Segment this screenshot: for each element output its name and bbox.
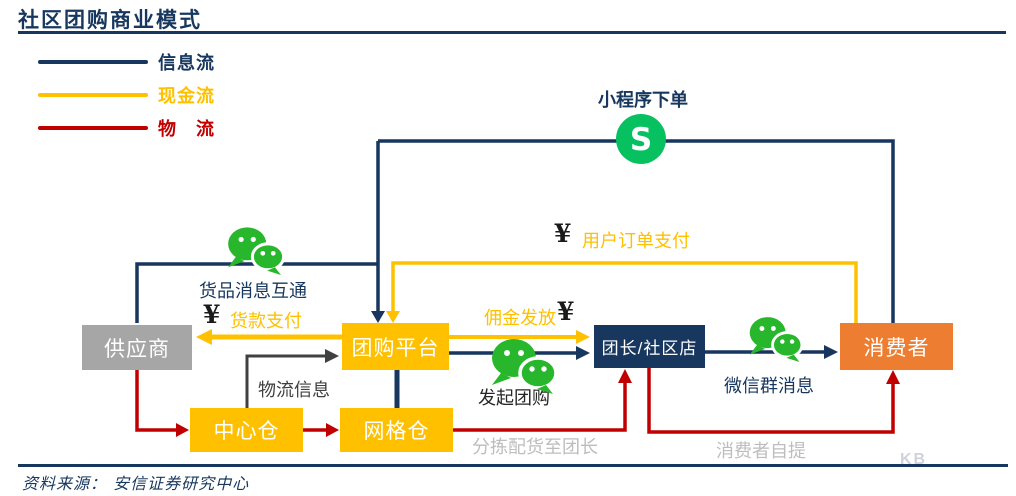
node-groupbuy-platform: 团购平台 xyxy=(342,323,449,370)
arrowhead-goods-payment xyxy=(196,329,212,345)
node-supplier: 供应商 xyxy=(82,325,192,370)
legend-line-info xyxy=(38,60,148,64)
label-commission-grant: 佣金发放 xyxy=(484,308,556,328)
line-consumer-pickup xyxy=(647,368,895,434)
label-mini-program-order: 小程序下单 xyxy=(598,90,688,110)
legend-label-info: 信息流 xyxy=(158,53,215,74)
yen-icon-commission: ¥ xyxy=(557,297,575,326)
yen-icon-goods-payment: ¥ xyxy=(203,300,221,329)
source-note: 资料来源： 安信证券研究中心 xyxy=(22,474,250,493)
arrowhead-grid-to-leader xyxy=(618,369,632,383)
yen-icon-user-order-payment: ¥ xyxy=(554,219,572,248)
arrowhead-platform-to-leader xyxy=(576,346,590,360)
legend-label-logistics: 物 流 xyxy=(158,119,215,140)
legend-line-cash xyxy=(38,93,148,97)
legend-label-cash: 现金流 xyxy=(158,86,215,107)
watermark: KB xyxy=(900,451,928,468)
label-wechat-group-message: 微信群消息 xyxy=(724,376,814,396)
label-logistics-info: 物流信息 xyxy=(258,380,330,400)
label-user-order-payment: 用户订单支付 xyxy=(582,231,690,251)
title-underline xyxy=(18,31,1006,34)
arrowhead-central-to-grid xyxy=(326,423,339,437)
legend-item-logistics-flow: 物 流 xyxy=(38,118,215,140)
line-miniprogram-order-route xyxy=(378,139,895,323)
arrowhead-commission-grant xyxy=(576,330,590,344)
label-goods-payment: 货款支付 xyxy=(230,311,302,331)
arrowhead-supplier-to-central xyxy=(176,423,189,437)
line-user-order-payment xyxy=(391,261,858,323)
legend-line-logistics xyxy=(38,126,148,130)
label-goods-info-exchange: 货品消息互通 xyxy=(199,281,307,301)
line-grid-to-leader xyxy=(453,383,627,432)
label-start-group-buy: 发起团购 xyxy=(478,388,550,408)
wechat-icon xyxy=(749,317,804,362)
line-logistics-info xyxy=(245,354,325,408)
arrowhead-order-into-platform xyxy=(371,311,385,323)
legend-item-cash-flow: 现金流 xyxy=(38,85,215,107)
legend-item-info-flow: 信息流 xyxy=(38,52,215,74)
mini-program-icon: S xyxy=(616,114,666,164)
arrowhead-user-order-payment xyxy=(386,311,400,323)
node-grid-warehouse: 网格仓 xyxy=(340,408,453,452)
label-sorting-to-leader: 分拣配货至团长 xyxy=(472,437,598,457)
arrowhead-logistics-info xyxy=(325,349,339,363)
svg-text:S: S xyxy=(630,122,652,158)
arrowhead-consumer-pickup xyxy=(886,370,900,384)
node-consumer: 消费者 xyxy=(840,323,953,370)
node-leader-community-store: 团长/社区店 xyxy=(594,325,705,368)
line-supplier-info-exchange xyxy=(135,262,378,323)
node-central-warehouse: 中心仓 xyxy=(190,408,303,452)
wechat-icon xyxy=(492,339,558,394)
arrowhead-leader-to-consumer xyxy=(824,345,838,359)
page-title: 社区团购商业模式 xyxy=(18,7,202,32)
label-consumer-pickup: 消费者自提 xyxy=(716,441,806,461)
line-supplier-to-central xyxy=(135,370,176,432)
footer-divider xyxy=(18,464,1008,467)
wechat-icon xyxy=(228,227,286,275)
